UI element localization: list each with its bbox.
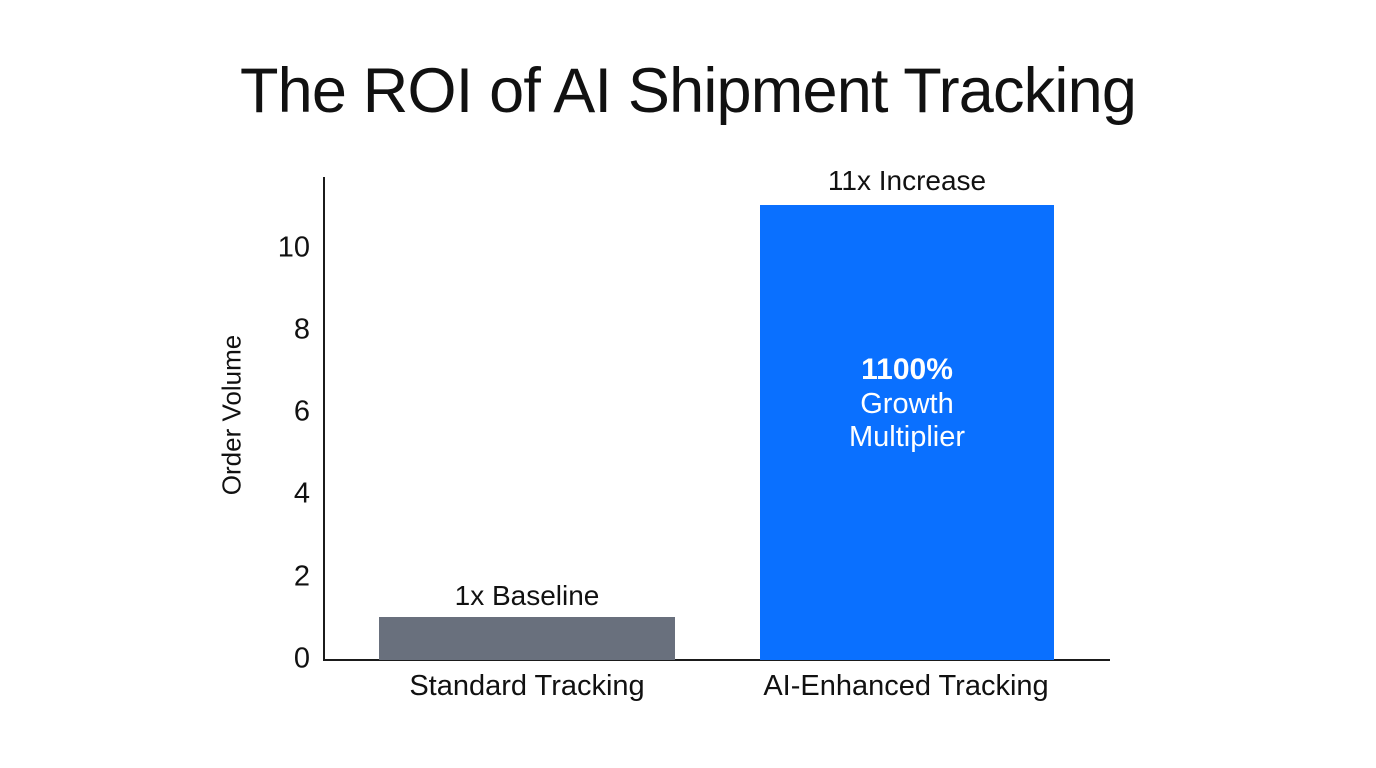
y-tick-0: 0 xyxy=(293,642,310,675)
bar-group-ai-enhanced-tracking: 11x Increase 1100% Growth Multiplier xyxy=(760,167,1054,660)
y-axis-title: Order Volume xyxy=(216,334,247,496)
bar-label-standard-tracking: 1x Baseline xyxy=(454,580,600,611)
y-axis-line xyxy=(323,177,325,661)
x-axis-line xyxy=(323,659,1110,661)
bar-inner-value: 1100% xyxy=(861,353,953,386)
bar-inner-line3: Multiplier xyxy=(848,421,966,454)
plot-area: 1x Baseline 11x Increase 1100% Growth Mu… xyxy=(324,167,1110,660)
x-category-ai-enhanced-tracking: AI-Enhanced Tracking xyxy=(763,670,1049,702)
y-tick-10: 10 xyxy=(277,231,310,264)
y-tick-6: 6 xyxy=(293,395,310,428)
y-tick-2: 2 xyxy=(293,560,310,593)
bar-ai-enhanced-tracking[interactable]: 1100% Growth Multiplier xyxy=(760,205,1054,660)
x-category-standard-tracking: Standard Tracking xyxy=(409,670,645,702)
bar-inner-annotation: 1100% Growth Multiplier xyxy=(849,353,965,455)
bar-group-standard-tracking: 1x Baseline xyxy=(379,177,675,660)
y-tick-4: 4 xyxy=(293,477,310,510)
bar-inner-line2: Growth xyxy=(860,387,954,420)
bar-label-ai-enhanced-tracking: 11x Increase xyxy=(827,165,987,196)
chart-title: The ROI of AI Shipment Tracking xyxy=(239,56,1137,126)
y-tick-8: 8 xyxy=(293,313,310,346)
y-axis-tick-labels: 10 8 6 4 2 0 xyxy=(244,0,310,768)
bar-standard-tracking[interactable] xyxy=(379,617,675,660)
